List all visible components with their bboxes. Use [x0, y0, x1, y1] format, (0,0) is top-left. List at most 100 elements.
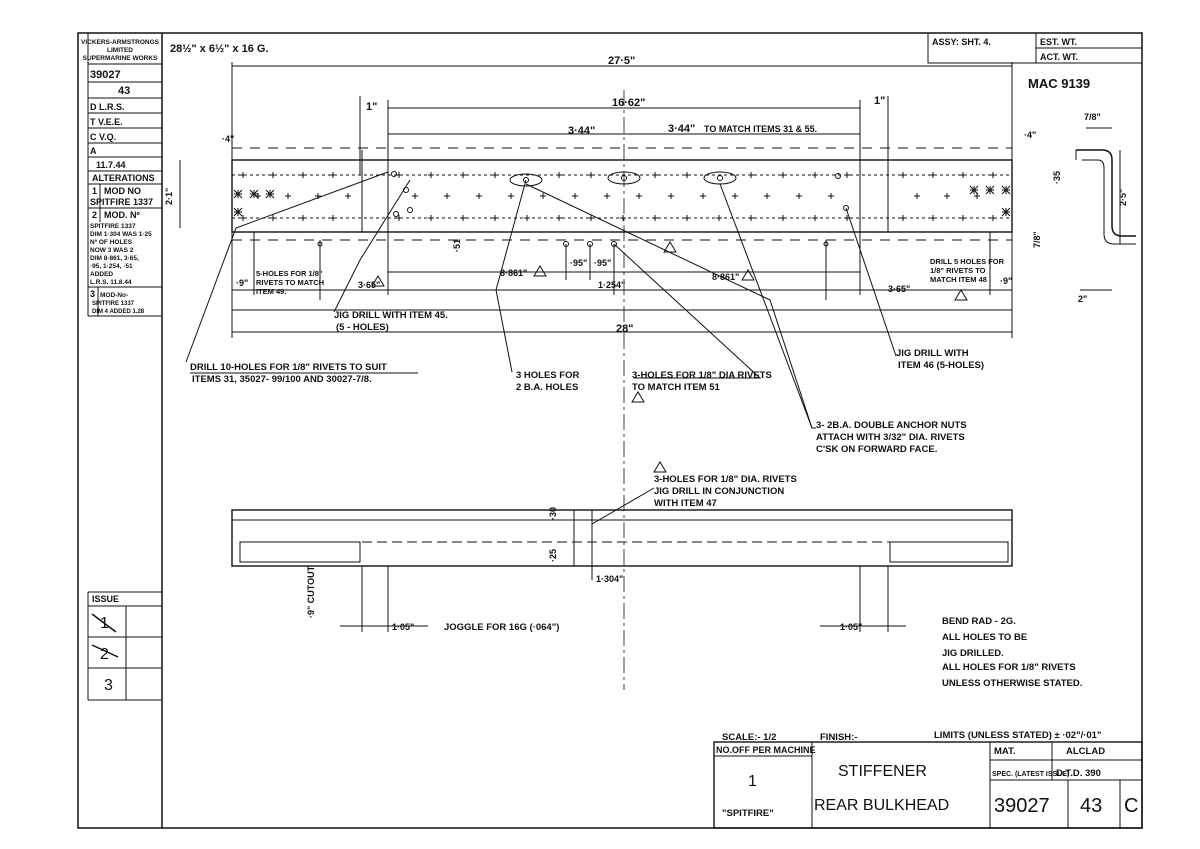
issue-title: ISSUE: [92, 594, 119, 604]
alt2-line-6: NOW 3 WAS 2: [90, 247, 134, 254]
no-off-value: 1: [748, 773, 757, 790]
plan-view: 27·5" 16·62" 1" 1" 3·44" 3·44" TO MATCH …: [164, 55, 1036, 690]
dim-8861-left: 8·861": [500, 268, 527, 278]
flange-height-dim: 2·5": [1118, 189, 1128, 206]
act-weight: ACT. WT.: [1040, 52, 1078, 62]
rivet-holes: [233, 172, 1011, 221]
elev-small-1: ·30: [548, 507, 558, 520]
material-label: MAT.: [994, 746, 1015, 757]
alt2-line-4: DIM 1·304 WAS 1·25: [90, 231, 152, 238]
elev-cutout: ·9" CUTOUT: [306, 565, 316, 618]
limits: LIMITS (UNLESS STATED) ± ·02"/·01": [934, 730, 1101, 741]
alt2-line-7: DIM 8·861, 3·65,: [90, 255, 139, 262]
company-line-1: VICKERS-ARMSTRONGS: [81, 39, 160, 46]
part-name-2: REAR BULKHEAD: [814, 797, 949, 814]
alt3-mod: MOD-No-: [100, 292, 128, 299]
elev-1304: 1·304": [596, 574, 623, 584]
mac-number: MAC 9139: [1028, 76, 1090, 91]
note-holes-47-2: JIG DRILL IN CONJUNCTION: [654, 486, 784, 497]
note-jig-46-2: ITEM 46 (5-HOLES): [898, 360, 984, 371]
note-5-holes-left-1: 5-HOLES FOR 1/8": [256, 269, 323, 278]
general-note-5: UNLESS OTHERWISE STATED.: [942, 678, 1082, 689]
dim-51: ·51: [452, 239, 462, 252]
note-3-holes-rivets-2: TO MATCH ITEM 51: [632, 382, 721, 393]
alt2-line-8: ·95, 1·254, ·51: [90, 263, 133, 270]
dim-quarter-left: ·4": [222, 134, 234, 144]
elevation-view: ·30 ·25 1·304" ·9" CUTOUT 1·05" 1·05" JO…: [231, 507, 1013, 633]
dim-spacing-right: 3·44": [668, 123, 695, 135]
material: ALCLAD: [1066, 746, 1105, 757]
dim-365-left: 3·65": [358, 280, 380, 290]
est-weight: EST. WT.: [1040, 37, 1077, 47]
dim-inner-span: 16·62": [612, 97, 645, 109]
company-line-3: SUPERMARINE WORKS: [83, 55, 158, 62]
flange-section: 7/8" 2·5" ·35 7/8" 2": [1032, 112, 1136, 304]
alt3-line-3: SPITFIRE 1337: [92, 301, 135, 307]
flange-top-dim: 7/8": [1084, 112, 1101, 122]
issue-2: 2: [100, 646, 109, 663]
general-notes: BEND RAD - 2G. ALL HOLES TO BE JIG DRILL…: [942, 616, 1082, 689]
alt1-no: 1: [92, 186, 97, 196]
elev-105-right: 1·05": [840, 622, 862, 632]
notes: DRILL 10-HOLES FOR 1/8" RIVETS TO SUIT I…: [185, 171, 1005, 525]
scale: SCALE:- 1/2: [722, 732, 776, 743]
spec: D.T.D. 390: [1056, 768, 1101, 779]
note-5-holes-left-2: RIVETS TO MATCH: [256, 278, 324, 287]
checked-by: C V.Q.: [90, 132, 116, 142]
alt2-no: 2: [92, 210, 97, 220]
spec-label: SPEC. (LATEST ISSUE): [992, 771, 1069, 778]
note-drill-10-line-1: DRILL 10-HOLES FOR 1/8" RIVETS TO SUIT: [190, 362, 387, 373]
elev-small-2: ·25: [548, 549, 558, 562]
elev-105-left: 1·05": [392, 622, 414, 632]
note-5-holes-right-2: 1/8" RIVETS TO: [930, 266, 986, 275]
title-block: SCALE:- 1/2 FINISH:- LIMITS (UNLESS STAT…: [713, 730, 1143, 829]
general-note-3: JIG DRILLED.: [942, 648, 1004, 659]
drawn-by: D L.R.S.: [90, 102, 125, 112]
note-3-holes-rivets-1: 3-HOLES FOR 1/8" DIA RIVETS: [632, 370, 772, 381]
issue-3: 3: [104, 677, 113, 694]
dim-one-right: 1": [874, 95, 885, 107]
alt1-desc: SPITFIRE 1337: [90, 197, 153, 207]
part-name-1: STIFFENER: [838, 763, 927, 780]
alt3-line-4: DIM 4 ADDED 1.28: [92, 309, 145, 315]
approved-by: A: [90, 146, 97, 156]
general-note-1: BEND RAD - 2G.: [942, 616, 1016, 627]
sidebar: VICKERS-ARMSTRONGS LIMITED SUPERMARINE W…: [81, 33, 162, 701]
alterations-title: ALTERATIONS: [92, 173, 155, 183]
dim-edge-left: ·9": [236, 278, 248, 288]
drawing-number: 39027: [994, 795, 1050, 817]
alt2-line-3: SPITFIRE 1337: [90, 223, 136, 230]
assy-sheet: ASSY: SHT. 4.: [932, 37, 991, 47]
sidebar-drawing-no: 39027: [90, 69, 121, 81]
finish: FINISH:-: [820, 732, 857, 743]
note-anchor-nuts-3: C'SK ON FORWARD FACE.: [816, 444, 937, 455]
joggle-note: JOGGLE FOR 16G (·064"): [444, 622, 559, 633]
alt2-line-9: ADDED: [90, 271, 113, 278]
alt1-mod: MOD NO: [104, 186, 141, 196]
drawing-date: 11.7.44: [96, 160, 126, 170]
traced-by: T V.E.E.: [90, 117, 123, 127]
note-jig-45-line-2: (5 - HOLES): [336, 322, 389, 333]
alt2-mod: MOD. Nº: [104, 210, 140, 220]
note-anchor-nuts-2: ATTACH WITH 3/32" DIA. RIVETS: [816, 432, 965, 443]
to-match-items: TO MATCH ITEMS 31 & 55.: [704, 124, 817, 134]
company-line-2: LIMITED: [107, 47, 133, 54]
dim-95-a: ·95": [570, 258, 587, 268]
flange-width-dim: 2": [1078, 294, 1087, 304]
dim-height-left: 2·1": [164, 188, 174, 205]
flange-small-dim: ·35: [1052, 171, 1062, 184]
dim-overall-bottom: 28": [616, 323, 633, 335]
alt2-line-5: Nº OF HOLES: [90, 239, 133, 246]
note-anchor-nuts-1: 3- 2B.A. DOUBLE ANCHOR NUTS: [816, 420, 967, 431]
note-5-holes-right-1: DRILL 5 HOLES FOR: [930, 257, 1005, 266]
dim-1254: 1·254": [598, 280, 625, 290]
dim-spacing-left: 3·44": [568, 125, 595, 137]
stock-size: 28½" x 6½" x 16 G.: [170, 43, 269, 55]
dim-8861-right: 8·861": [712, 272, 739, 282]
note-3-holes-2ba-2: 2 B.A. HOLES: [516, 382, 578, 393]
dim-quarter-right: ·4": [1024, 130, 1036, 140]
dim-overall-top: 27·5": [608, 55, 635, 67]
flange-bottom-dim: 7/8": [1032, 231, 1042, 248]
item-number: 43: [1080, 795, 1102, 817]
